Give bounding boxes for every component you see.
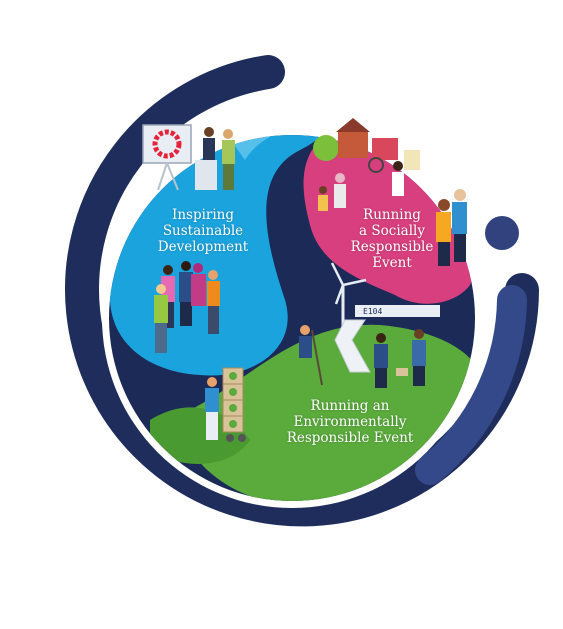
sdg-board-illustration bbox=[142, 124, 235, 191]
label-environmental-line-2: Environmentally bbox=[293, 414, 407, 430]
label-inspiring-line-2: Sustainable bbox=[162, 223, 244, 239]
label-social-line-1: Running bbox=[363, 207, 421, 223]
stage-sign-text: E104 bbox=[363, 307, 382, 316]
label-social: Running a Socially Responsible Event bbox=[342, 207, 442, 271]
town-illustration bbox=[313, 118, 467, 266]
label-social-line-3: Responsible bbox=[350, 239, 434, 255]
label-environmental: Running an Environmentally Responsible E… bbox=[280, 398, 420, 446]
event-stage-illustration: E104 bbox=[299, 305, 440, 388]
label-inspiring-line-1: Inspiring bbox=[171, 207, 235, 223]
label-environmental-line-1: Running an bbox=[310, 398, 390, 414]
ring-dot bbox=[485, 216, 519, 250]
label-inspiring: Inspiring Sustainable Development bbox=[143, 207, 263, 255]
label-social-line-2: a Socially bbox=[359, 223, 425, 239]
label-inspiring-line-3: Development bbox=[157, 239, 249, 255]
right-ring-arc bbox=[415, 285, 527, 485]
label-social-line-4: Event bbox=[372, 255, 412, 271]
wind-turbine-illustration bbox=[330, 262, 367, 330]
label-environmental-line-3: Responsible Event bbox=[286, 430, 414, 446]
recycling-boxes-illustration bbox=[205, 367, 246, 442]
people-group-illustration bbox=[154, 261, 220, 353]
